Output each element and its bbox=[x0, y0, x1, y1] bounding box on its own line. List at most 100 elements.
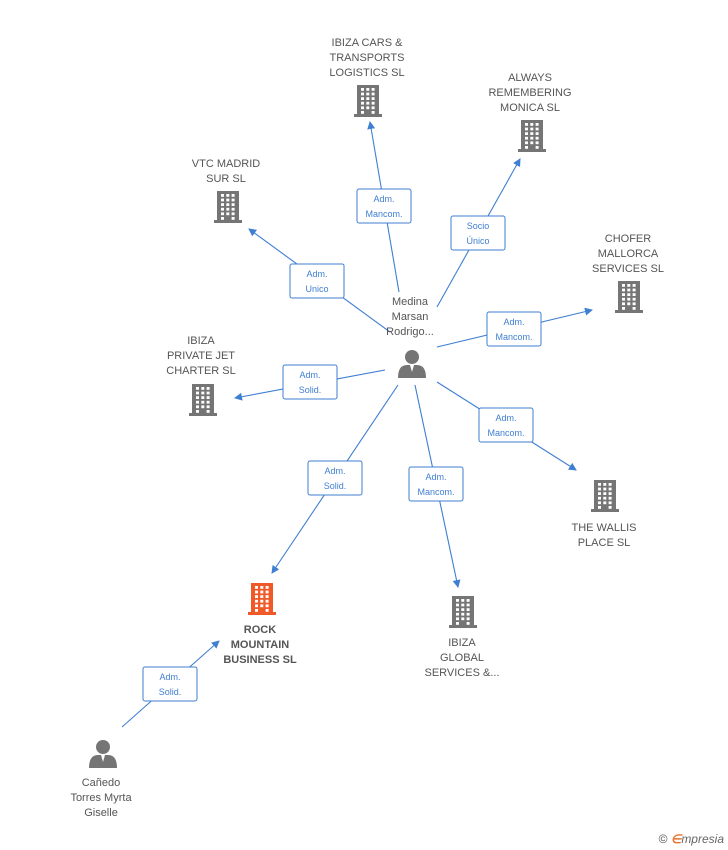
edge-person_medina-to-ibiza_cars: Adm. Mancom. bbox=[356, 121, 412, 293]
node-label-line: Cañedo bbox=[82, 777, 121, 789]
edge-role-label[interactable]: Adm. Solid. bbox=[142, 666, 198, 702]
edge-person_medina-to-ibiza_private_jet: Adm. Solid. bbox=[234, 364, 386, 401]
edge-role-label[interactable]: Adm. Mancom. bbox=[408, 466, 464, 502]
node-vtc-madrid[interactable]: VTC MADRID SUR SL bbox=[192, 158, 261, 223]
node-label-line: CHOFER bbox=[605, 233, 652, 245]
node-label-line: Marsan bbox=[392, 311, 429, 323]
edge-label-text: Adm. bbox=[425, 472, 446, 482]
edge-label-text: Solid. bbox=[159, 687, 182, 697]
building-icon bbox=[248, 583, 276, 615]
node-label-line: TRANSPORTS bbox=[330, 52, 405, 64]
edge-label-box bbox=[142, 666, 198, 702]
edge-role-label[interactable]: Adm. Solid. bbox=[307, 460, 363, 496]
node-ibiza-cars[interactable]: IBIZA CARS & TRANSPORTS LOGISTICS SL bbox=[329, 37, 405, 117]
edge-role-label[interactable]: Adm. Unico bbox=[289, 263, 345, 299]
node-label-line: REMEMBERING bbox=[488, 87, 571, 99]
node-label-line: MALLORCA bbox=[598, 248, 659, 260]
edge-role-label[interactable]: Adm. Solid. bbox=[282, 364, 338, 400]
edge-label-box bbox=[282, 364, 338, 400]
node-label-line: CHARTER SL bbox=[166, 365, 235, 377]
node-ibiza-global[interactable]: IBIZA GLOBAL SERVICES &... bbox=[425, 596, 500, 679]
person-icon bbox=[89, 740, 117, 768]
edge-label-box bbox=[289, 263, 345, 299]
edge-label-text: Unico bbox=[305, 284, 328, 294]
node-ibiza-private-jet[interactable]: IBIZA PRIVATE JET CHARTER SL bbox=[166, 335, 236, 416]
node-always-remembering[interactable]: ALWAYS REMEMBERING MONICA SL bbox=[488, 72, 572, 152]
node-label-line: SERVICES &... bbox=[425, 667, 500, 679]
edge-person_medina-to-the_wallis: Adm. Mancom. bbox=[436, 381, 577, 471]
edge-person_medina-to-vtc_madrid: Adm. Unico bbox=[248, 228, 391, 333]
node-rock-mountain[interactable]: ROCK MOUNTAIN BUSINESS SL bbox=[223, 583, 297, 666]
person-icon bbox=[398, 350, 426, 378]
node-label-line: ROCK bbox=[244, 624, 276, 636]
copyright-symbol: © bbox=[658, 832, 668, 846]
edge-label-text: Solid. bbox=[324, 481, 347, 491]
edge-label-text: Adm. bbox=[495, 413, 516, 423]
edge-label-text: Mancom. bbox=[417, 487, 454, 497]
edge-role-label[interactable]: Adm. Mancom. bbox=[486, 311, 542, 347]
node-label-line: VTC MADRID bbox=[192, 158, 261, 170]
node-person-medina[interactable]: MedinaMarsanRodrigo... bbox=[386, 296, 434, 378]
edge-label-box bbox=[356, 188, 412, 224]
building-icon bbox=[518, 120, 546, 152]
node-label-line: Giselle bbox=[84, 807, 118, 819]
node-label-line: IBIZA bbox=[187, 335, 215, 347]
node-label-line: PRIVATE JET bbox=[167, 350, 235, 362]
edge-label-text: Adm. bbox=[373, 194, 394, 204]
edge-person_canedo-to-rock_mountain: Adm. Solid. bbox=[121, 640, 220, 728]
edge-label-box bbox=[478, 407, 534, 443]
node-chofer-mallorca[interactable]: CHOFER MALLORCA SERVICES SL bbox=[592, 233, 664, 313]
empresia-watermark: © ∈mpresia bbox=[659, 832, 724, 846]
edge-label-text: Adm. bbox=[299, 370, 320, 380]
edge-label-text: Adm. bbox=[306, 269, 327, 279]
node-label-line: GLOBAL bbox=[440, 652, 484, 664]
edge-label-text: Socio bbox=[467, 221, 490, 231]
building-icon bbox=[449, 596, 477, 628]
building-icon bbox=[615, 281, 643, 313]
edge-label-text: Mancom. bbox=[365, 209, 402, 219]
edge-label-text: Solid. bbox=[299, 385, 322, 395]
edge-label-box bbox=[307, 460, 363, 496]
edge-label-box bbox=[408, 466, 464, 502]
edge-label-box bbox=[450, 215, 506, 251]
node-the-wallis[interactable]: THE WALLIS PLACE SL bbox=[572, 480, 637, 549]
edge-label-text: Adm. bbox=[159, 672, 180, 682]
node-label-line: Medina bbox=[392, 296, 429, 308]
node-label-line: ALWAYS bbox=[508, 72, 552, 84]
node-label-line: MOUNTAIN bbox=[231, 639, 290, 651]
node-label-line: Rodrigo... bbox=[386, 326, 434, 338]
building-icon bbox=[189, 384, 217, 416]
edge-role-label[interactable]: Adm. Mancom. bbox=[478, 407, 534, 443]
building-icon bbox=[214, 191, 242, 223]
edge-person_medina-to-ibiza_global: Adm. Mancom. bbox=[408, 384, 464, 588]
edge-person_medina-to-chofer_mallorca: Adm. Mancom. bbox=[436, 307, 593, 348]
node-label-line: MONICA SL bbox=[500, 102, 560, 114]
node-label-line: Torres Myrta bbox=[70, 792, 132, 804]
edge-role-label[interactable]: Adm. Mancom. bbox=[356, 188, 412, 224]
edge-label-text: Mancom. bbox=[487, 428, 524, 438]
edge-person_medina-to-rock_mountain: Adm. Solid. bbox=[271, 384, 399, 574]
edge-label-text: Mancom. bbox=[495, 332, 532, 342]
node-label-line: SERVICES SL bbox=[592, 263, 664, 275]
edge-label-text: Adm. bbox=[324, 466, 345, 476]
node-label-line: PLACE SL bbox=[578, 537, 631, 549]
empresia-logo-initial: ∈ bbox=[670, 832, 682, 846]
edge-label-text: Único bbox=[466, 236, 489, 246]
edges-layer: Adm.Mancom.SocioÚnicoAdm.UnicoAdm.Mancom… bbox=[121, 121, 593, 728]
node-label-line: LOGISTICS SL bbox=[329, 67, 404, 79]
building-icon bbox=[354, 85, 382, 117]
empresia-logo-text: mpresia bbox=[681, 832, 724, 846]
node-label-line: IBIZA CARS & bbox=[332, 37, 404, 49]
node-label-line: BUSINESS SL bbox=[223, 654, 297, 666]
edge-label-text: Adm. bbox=[503, 317, 524, 327]
node-label-line: SUR SL bbox=[206, 173, 246, 185]
node-label-line: IBIZA bbox=[448, 637, 476, 649]
node-label-line: THE WALLIS bbox=[572, 522, 637, 534]
edge-label-box bbox=[486, 311, 542, 347]
building-icon bbox=[591, 480, 619, 512]
